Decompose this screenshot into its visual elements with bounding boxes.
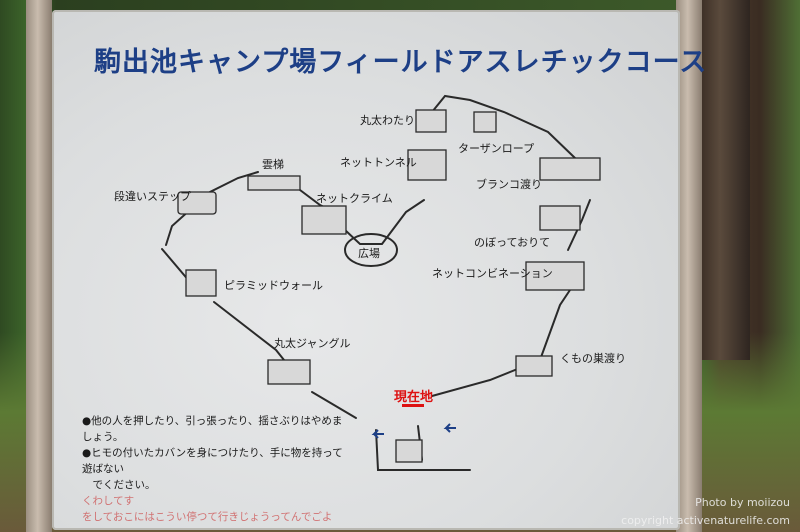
copyright-credit: copyright activenaturelife.com [621,514,790,527]
photo-credit: Photo by moiizou [695,496,790,509]
rule-line: でください。 [82,479,156,491]
label-maruta-jungle: 丸太ジャングル [274,337,351,350]
course-path [344,199,425,245]
arrow-icon [443,423,456,433]
label-tarzan-rope: ターザンロープ [458,142,535,155]
faded-note: くわしてす [82,495,135,507]
station-net-combination [525,261,585,291]
course-path [431,367,521,397]
station-unten [247,175,301,191]
station-kumo-no-su [515,355,553,377]
station-pyramid-wall [185,269,217,297]
course-path [311,391,357,419]
current-location-marker [402,404,424,407]
label-maruta-watari: 丸太わたり [360,114,415,127]
rule-line: ●他の人を押したり、引っ張ったり、揺さぶりはやめましょう。 [82,415,343,443]
course-path [375,429,471,471]
sign-title: 駒出池キャンプ場フィールドアスレチックコース [94,47,708,78]
tree-trunk [700,0,750,360]
sign-post-right [676,0,702,532]
label-net-combination: ネットコンビネーション [432,267,553,280]
station-buranko-watari [539,157,601,181]
station-maruta-watari [415,109,447,133]
course-path [539,289,571,361]
label-nobotte-orite: のぼっておりて [474,236,551,249]
label-pyramid-wall: ピラミッドウォール [224,279,323,292]
label-dan-chigai-step: 段違いステップ [114,190,191,203]
rule-line: ●ヒモの付いたカバンを身につけたり、手に物を持って遊ばない [82,447,343,475]
label-net-tunnel: ネットトンネル [340,156,417,169]
label-unten: 雲梯 [262,158,284,171]
station-nobotte-orite [539,205,581,231]
current-location-label: 現在地 [394,390,434,405]
label-kumo-no-su: くもの巣渡り [560,352,626,365]
course-path [431,94,576,159]
sign-post-left [26,0,52,532]
label-buranko-watari: ブランコ渡り [476,178,542,191]
label-net-climb: ネットクライム [316,192,393,205]
rules-text: ●他の人を押したり、引っ張ったり、揺さぶりはやめましょう。 ●ヒモの付いたカバン… [82,413,352,525]
station-entrance [395,439,423,463]
station-dan-chigai-step [177,191,217,215]
faded-note: をしておこにはこうい停つて行きじょうってんでごよ [82,511,333,523]
course-path [567,199,591,251]
station-net-tunnel [407,149,447,181]
station-net-climb [301,205,347,235]
station-tarzan-rope [473,111,497,133]
station-maruta-jungle [267,359,311,385]
label-hiroba: 広場 [358,247,380,260]
plaza-shape [344,233,398,267]
arrow-icon [371,429,384,439]
